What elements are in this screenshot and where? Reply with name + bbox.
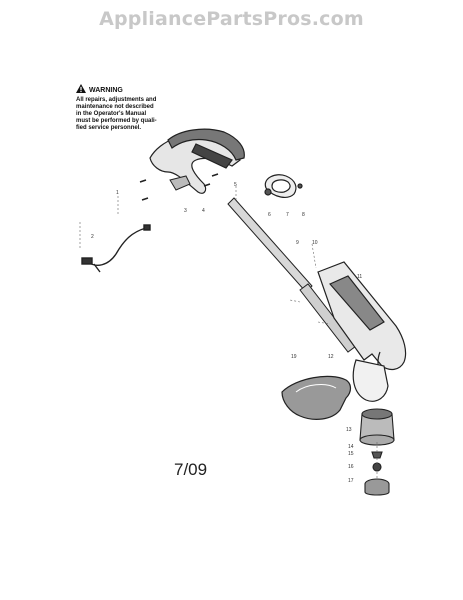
callout-2: 2	[91, 234, 94, 240]
warning-header: WARNING	[76, 84, 176, 96]
watermark: AppliancePartsPros.com	[99, 8, 364, 30]
callout-11: 11	[357, 274, 362, 280]
callout-15: 15	[348, 451, 354, 457]
trigger-part	[169, 175, 191, 191]
auxiliary-handle	[264, 174, 303, 198]
warning-triangle-icon	[76, 84, 86, 96]
screws	[139, 173, 219, 201]
callout-10: 10	[312, 240, 318, 246]
callout-16: 16	[348, 464, 354, 470]
callout-7: 7	[286, 212, 289, 218]
warning-text: All repairs, adjustments and maintenance…	[76, 97, 157, 131]
revision-date: 7/09	[174, 460, 208, 479]
callout-8: 8	[302, 212, 305, 218]
callout-19: 19	[291, 354, 297, 360]
callout-6: 6	[268, 212, 271, 218]
handle-assembly	[149, 128, 245, 194]
debris-guard	[281, 375, 352, 420]
callout-9: 9	[296, 240, 299, 246]
callout-13: 13	[346, 427, 352, 433]
warning-title: WARNING	[89, 86, 123, 94]
callout-4: 4	[202, 208, 205, 214]
warning-notice: WARNING All repairs, adjustments and mai…	[76, 84, 176, 132]
power-cord	[81, 224, 151, 273]
callout-1: 1	[116, 190, 119, 196]
callout-17: 17	[348, 478, 354, 484]
callout-3: 3	[184, 208, 187, 214]
cord-leaders	[79, 196, 119, 250]
spool-parts	[364, 451, 390, 496]
lower-housing	[352, 359, 389, 402]
callout-5: 5	[234, 182, 237, 188]
shaft-tube	[227, 197, 313, 293]
leader-lines	[235, 186, 378, 480]
callout-14: 14	[348, 444, 354, 450]
motor-assembly	[359, 408, 395, 446]
callout-12: 12	[328, 354, 334, 360]
